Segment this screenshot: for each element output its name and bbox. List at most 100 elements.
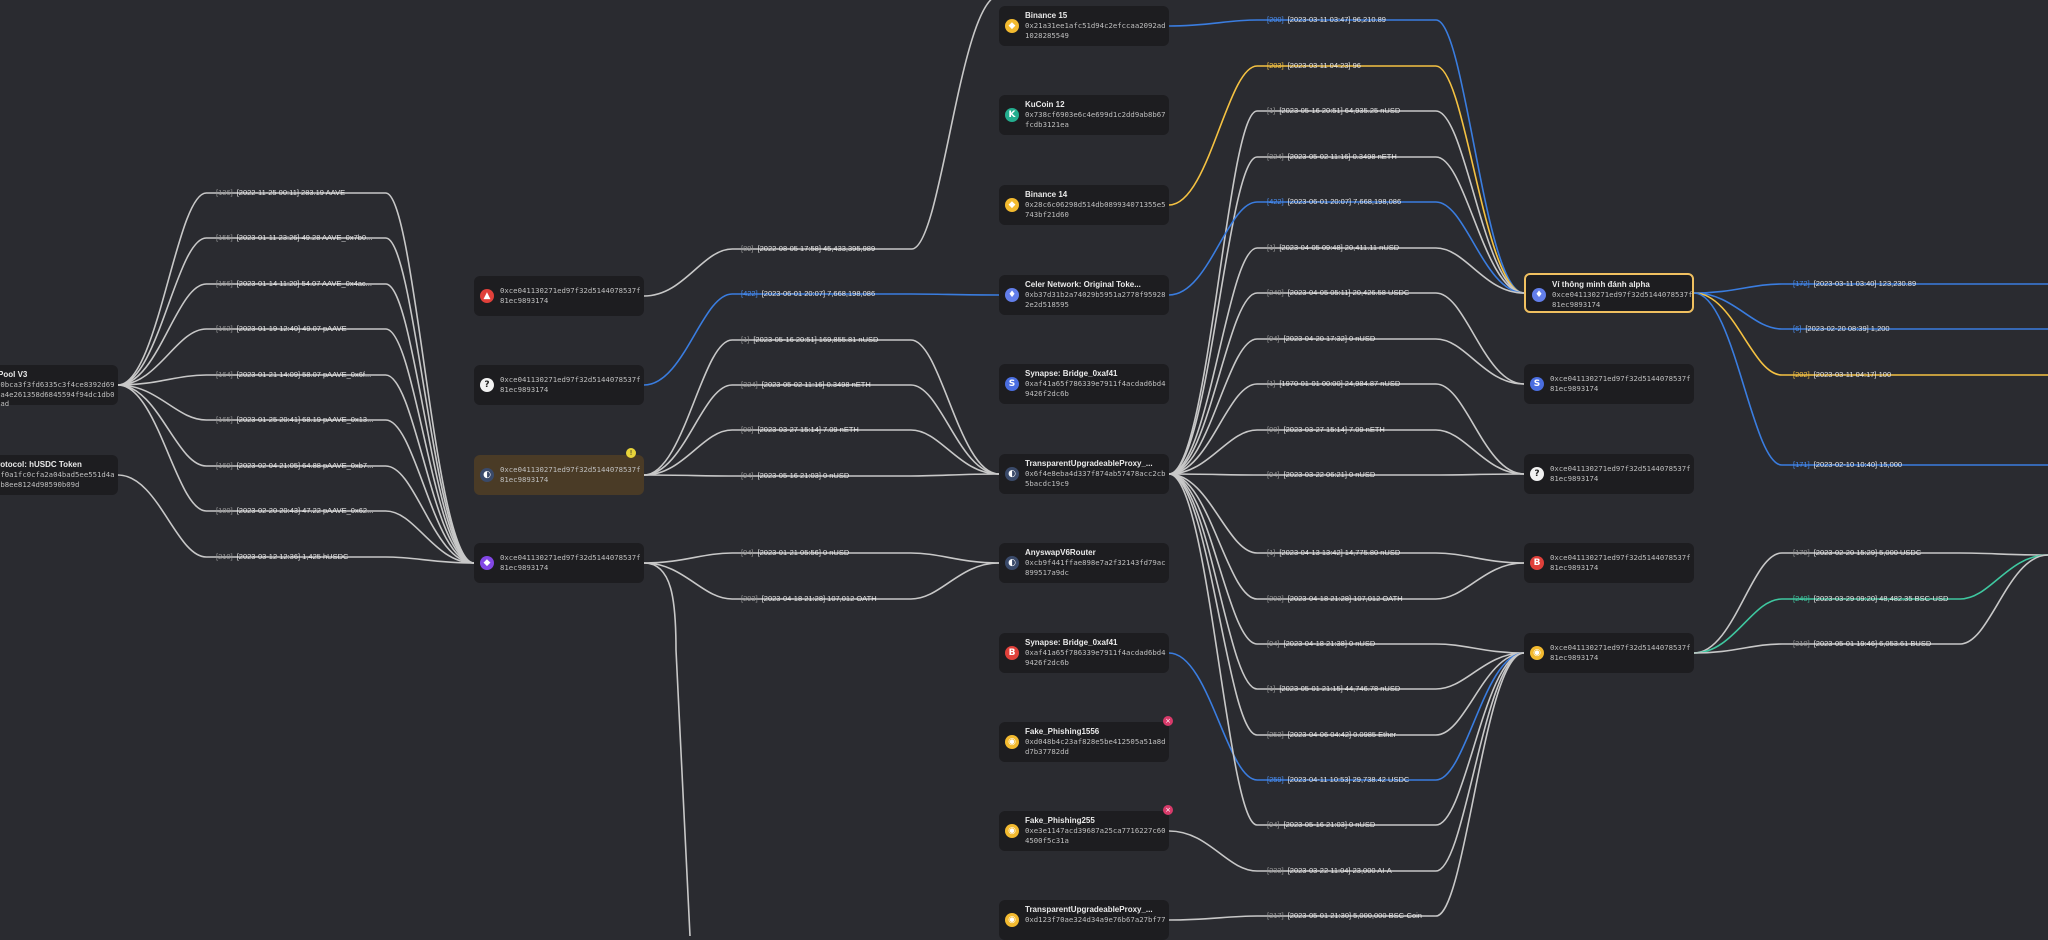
edge-path[interactable] (643, 562, 691, 936)
edge-path[interactable] (643, 429, 1000, 476)
edge-label[interactable]: [240][2023-03-29 09:20] 48,482.35 BSC-US… (1793, 594, 1948, 604)
edge-label[interactable]: [317][2023-05-01 21:30] 5,000,000 BSC-Co… (1267, 911, 1422, 921)
edge-path[interactable] (1168, 247, 1525, 475)
edge-path[interactable] (1693, 554, 2048, 654)
node-m1[interactable]: ▲0xce041130271ed97f32d5144078537f81ec989… (474, 276, 644, 316)
edge-path[interactable] (117, 192, 475, 564)
node-hUSDC[interactable]: HHop Protocol: hUSDC Token0x7db2f0a1fc0c… (0, 455, 118, 495)
edge-path[interactable] (1693, 552, 2048, 654)
edge-path[interactable] (1168, 110, 1525, 475)
edge-label[interactable]: [324][2023-05-02 11:16] 0.3498 nETH (1267, 152, 1397, 162)
edge-label[interactable]: [162][2023-01-19 12:40] 49.07 pAAVE (216, 324, 347, 334)
edge-label[interactable]: [172][2023-03-11 03:40] 123,230.89 (1793, 279, 1916, 289)
edge-label[interactable]: [1][1970-01-01 00:00] 24,984.87 nUSD (1267, 379, 1400, 389)
edge-label[interactable]: [249][2023-04-05 05:11] 20,426.58 USDC (1267, 288, 1409, 298)
edge-label[interactable]: [90][2023-03-27 15:14] 7.09 nETH (1267, 425, 1385, 435)
edge-path[interactable] (117, 283, 475, 564)
edge-path[interactable] (1168, 473, 1525, 654)
edge-path[interactable] (1168, 429, 1525, 475)
edge-label[interactable]: [422][2023-06-01 20:07] 7,668,198,086 (741, 289, 875, 299)
edge-path[interactable] (1168, 383, 1525, 475)
edge-label[interactable]: [155][2023-01-11 23:26] 49.28 AAVE_0x7b0… (216, 233, 372, 243)
edge-label[interactable]: [156][2023-01-14 11:20] 54.07 AAVE_0x4ac… (216, 279, 372, 289)
edge-label[interactable]: [1][2023-04-05 09:48] 20,411.11 nUSD (1267, 243, 1399, 253)
edge-path[interactable] (1693, 292, 2048, 376)
edge-path[interactable] (643, 339, 1000, 476)
edge-path[interactable] (1168, 652, 1525, 921)
edge-path[interactable] (1168, 473, 1525, 826)
edge-path[interactable] (1168, 65, 1525, 294)
edge-label[interactable]: [89][2022-08-05 17:58] 45,433,395,989 (741, 244, 875, 254)
edge-path[interactable] (1168, 473, 1525, 476)
node-r3[interactable]: ?0xce041130271ed97f32d5144078537f81ec989… (1524, 454, 1694, 494)
edge-path[interactable] (1168, 473, 1525, 736)
node-aavepool[interactable]: AAave: Pool V30x87870bca3f3fd6335c3f4ce8… (0, 365, 118, 408)
node-celer[interactable]: ♦Celer Network: Original Toke...0xb37d31… (999, 275, 1169, 315)
edge-path[interactable] (1693, 292, 2048, 466)
edge-path[interactable] (117, 384, 475, 564)
edge-path[interactable] (117, 374, 475, 564)
edge-label[interactable]: [233][2023-03-22 11:04] 23,000 AI-A (1267, 866, 1392, 876)
edge-path[interactable] (1168, 652, 1525, 781)
edge-label[interactable]: [203][2023-03-11 04:23] 96 (1267, 61, 1361, 71)
node-r5[interactable]: ◉0xce041130271ed97f32d5144078537f81ec989… (1524, 633, 1694, 673)
edge-path[interactable] (1168, 19, 1525, 294)
edge-path[interactable] (643, 384, 1000, 476)
edge-label[interactable]: [253][2023-04-06 04:42] 0.0985 Ether (1267, 730, 1396, 740)
edge-path[interactable] (117, 384, 475, 564)
edge-label[interactable]: [165][2023-01-25 20:41] 68.19 pAAVE_0x13… (216, 415, 373, 425)
edge-path[interactable] (643, 473, 1000, 477)
edge-label[interactable]: [94][2023-05-16 21:03] 0 nUSD (741, 471, 849, 481)
node-m4[interactable]: ◆0xce041130271ed97f32d5144078537f81ec989… (474, 543, 644, 583)
edge-path[interactable] (643, 293, 1000, 386)
edge-label[interactable]: [94][2023-05-16 21:03] 0 nUSD (1267, 820, 1375, 830)
edge-label[interactable]: [94][2023-01-21 05:56] 0 nUSD (741, 548, 849, 558)
edge-label[interactable]: [94][2023-03-22 06:21] 0 nUSD (1267, 470, 1375, 480)
edge-path[interactable] (1168, 156, 1525, 475)
edge-label[interactable]: [94][2023-04-20 17:32] 0 nUSD (1267, 334, 1375, 344)
edge-path[interactable] (1168, 338, 1525, 475)
edge-label[interactable]: [210][2023-03-12 12:36] 1,425 hUSDC (216, 552, 348, 562)
edge-path[interactable] (117, 474, 475, 564)
edge-label[interactable]: [90][2023-03-27 15:14] 7.09 nETH (741, 425, 859, 435)
edge-path[interactable] (1168, 292, 1525, 475)
edge-label[interactable]: [180][2023-02-20 20:43] 47.22 pAAVE_0x62… (216, 506, 373, 516)
edge-path[interactable] (1168, 473, 1525, 564)
edge-path[interactable] (117, 237, 475, 564)
edge-path[interactable] (117, 384, 475, 564)
edge-label[interactable]: [422][2023-06-01 20:07] 7,668,198,086 (1267, 197, 1401, 207)
edge-label[interactable]: [310][2023-05-01 19:46] 6,053.61 BUSD (1793, 639, 1931, 649)
edge-label[interactable]: [6][2023-02-20 08:39] 1,200 (1793, 324, 1890, 334)
edge-path[interactable] (1693, 283, 2048, 294)
edge-label[interactable]: [200][2023-03-11 03:47] 96,210.89 (1267, 15, 1386, 25)
edge-path[interactable] (643, 552, 1000, 564)
edge-label[interactable]: [202][2023-03-11 04:17] 100 (1793, 370, 1891, 380)
edge-label[interactable]: [169][2023-02-04 21:05] 64.88 pAAVE_0xb7… (216, 461, 373, 471)
edge-label[interactable]: [94][2023-04-18 21:38] 0 nUSD (1267, 639, 1375, 649)
edge-path[interactable] (1168, 473, 1525, 690)
node-m2[interactable]: ?0xce041130271ed97f32d5144078537f81ec989… (474, 365, 644, 405)
edge-path[interactable] (643, 0, 1000, 297)
edge-label[interactable]: [293][2023-04-18 21:28] 107,012 OATH (741, 594, 877, 604)
edge-path[interactable] (1168, 201, 1525, 296)
edge-path[interactable] (1168, 473, 1525, 600)
edge-label[interactable]: [293][2023-04-18 21:28] 107,012 OATH (1267, 594, 1403, 604)
edge-label[interactable]: [259][2023-04-11 10:53] 29,738.42 USDC (1267, 775, 1409, 785)
edge-path[interactable] (643, 562, 1000, 600)
edge-label[interactable]: [179][2023-02-20 15:29] 5,000 USDC (1793, 548, 1921, 558)
edge-path[interactable] (1168, 652, 1525, 872)
edge-path[interactable] (1693, 554, 2048, 654)
edge-label[interactable]: [1][2023-05-16 20:51] 169,855.81 nUSD (741, 335, 878, 345)
node-m3[interactable]: ◐0xce041130271ed97f32d5144078537f81ec989… (474, 448, 644, 495)
edge-label[interactable]: [1][2023-04-13 13:42] 14,775.80 nUSD (1267, 548, 1400, 558)
edge-path[interactable] (1693, 292, 2048, 330)
